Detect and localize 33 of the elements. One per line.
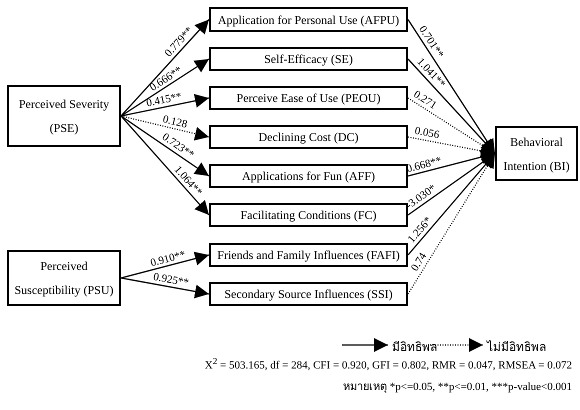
variable-box: Perceive Ease of Use (PEOU) bbox=[209, 86, 408, 110]
legend-text: มีอิทธิพล bbox=[392, 339, 437, 356]
edge-label: 0.271 bbox=[411, 88, 438, 112]
variable-box: Perceived Susceptibility (PSU) bbox=[7, 250, 121, 306]
arrow bbox=[120, 252, 210, 279]
edge-label: 0.415** bbox=[144, 90, 182, 110]
dotted-arrow bbox=[408, 136, 496, 158]
arrow bbox=[407, 19, 496, 154]
edge-label: 0.056 bbox=[413, 125, 440, 142]
arrow bbox=[120, 94, 210, 117]
arrow bbox=[120, 116, 210, 216]
edge-label: 0.74 bbox=[409, 250, 430, 274]
variable-box: Facilitating Conditions (FC) bbox=[209, 203, 408, 227]
variable-box: Declining Cost (DC) bbox=[209, 125, 408, 149]
edge-label: 0.925** bbox=[152, 270, 190, 289]
arrow bbox=[120, 19, 210, 116]
note: หมายเหตุ *p<=0.05, **p<=0.01, ***p-value<0.001 bbox=[342, 380, 572, 395]
legend-text: ไม่มีอิทธิพล bbox=[487, 339, 546, 356]
variable-box: Self-Efficacy (SE) bbox=[209, 47, 408, 71]
arrow bbox=[120, 115, 210, 177]
edge-label: 0.910** bbox=[148, 248, 186, 269]
variable-box: Applications for Fun (AFF) bbox=[209, 164, 408, 188]
arrow bbox=[120, 277, 210, 298]
edge-label: 0.128 bbox=[162, 113, 189, 130]
variable-box: Behavioral Intention (BI) bbox=[495, 126, 578, 181]
arrow bbox=[120, 58, 210, 117]
dotted-arrow bbox=[407, 153, 496, 294]
variable-box: Secondary Source Influences (SSI) bbox=[209, 282, 408, 306]
variable-box: Application for Personal Use (AFPU) bbox=[209, 7, 408, 32]
variable-box: Friends and Family Influences (FAFI) bbox=[209, 243, 408, 267]
fit-statistics: X$^{2}$ = 503.165, df = 284, CFI = 0.920, GFI = 0.802, RMR = 0.047, RMSEA = 0.072 bbox=[204, 356, 572, 372]
dotted-arrow bbox=[120, 115, 210, 141]
variable-box: Perceived Severity (PSE) bbox=[7, 85, 121, 147]
